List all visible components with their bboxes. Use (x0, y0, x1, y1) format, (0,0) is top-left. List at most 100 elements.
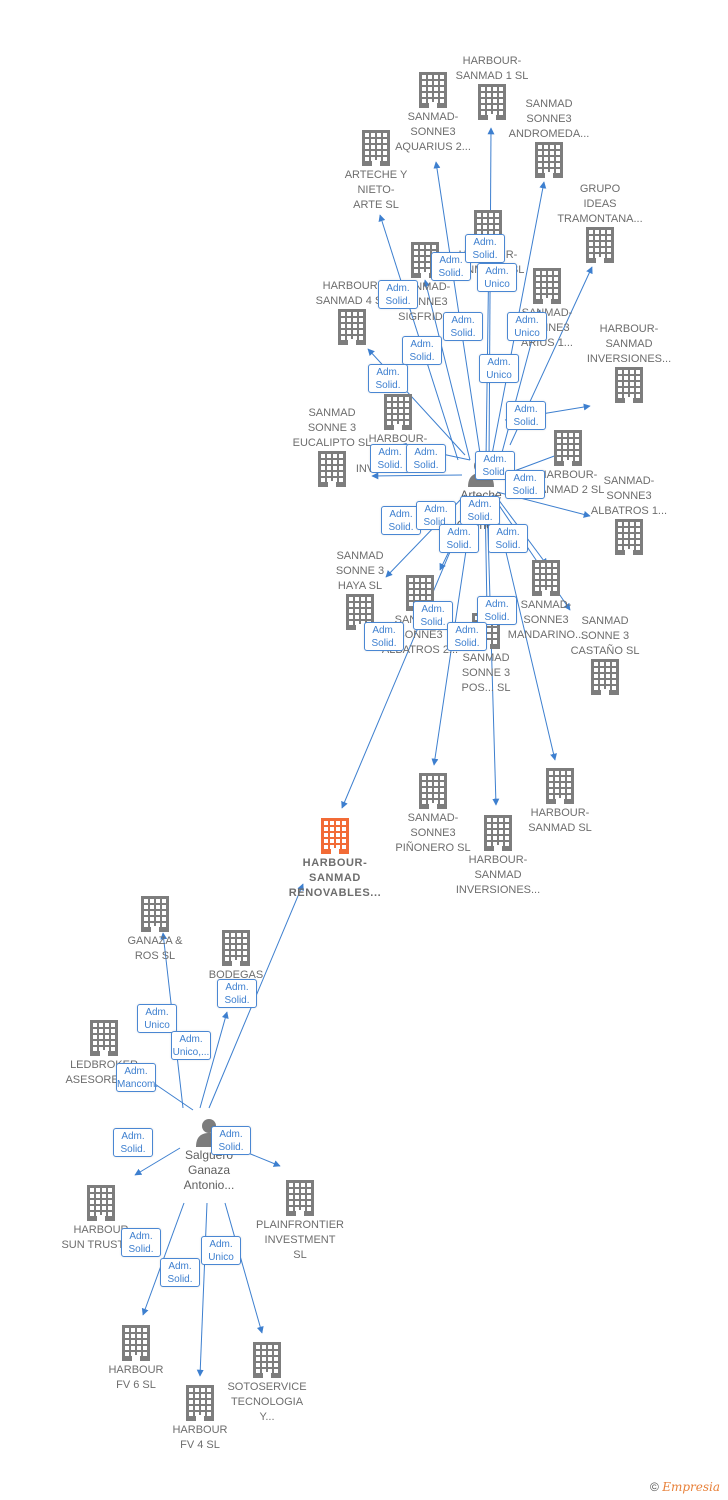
building-icon (41, 1185, 161, 1221)
role-badge[interactable]: Adm. Solid. (477, 596, 517, 625)
role-badge[interactable]: Adm. Solid. (370, 444, 410, 473)
company-node-harbour-sanmad-inversiones-c[interactable]: HARBOUR- SANMAD INVERSIONES... (438, 815, 558, 898)
role-badge[interactable]: Adm. Solid. (416, 501, 456, 530)
company-node-harbour-sun-trust[interactable]: HARBOUR SUN TRUST SL (41, 1185, 161, 1253)
company-node-harbour-fv-6[interactable]: HARBOUR FV 6 SL (76, 1325, 196, 1393)
edge-0 (487, 127, 495, 466)
company-label: HARBOUR FV 4 SL (172, 1424, 228, 1451)
company-label: SANMAD SONNE 3 HAYA SL (335, 550, 385, 592)
company-label: HARBOUR- SANMAD INVERSIONES... (455, 854, 541, 896)
role-badge[interactable]: Adm. Solid. (443, 312, 483, 341)
building-icon (275, 818, 395, 854)
role-badge[interactable]: Adm. Solid. (368, 364, 408, 393)
role-badge[interactable]: Adm. Solid. (381, 506, 421, 535)
company-label: SANMAD SONNE 3 CASTAÑO SL (570, 615, 640, 657)
company-node-harbour-sanmad-1[interactable]: HARBOUR- SANMAD 1 SL (432, 52, 552, 120)
building-icon (545, 659, 665, 695)
company-node-sanmad-sonne3-andromeda[interactable]: SANMAD SONNE3 ANDROMEDA... (489, 95, 609, 178)
company-label: SANMAD- SONNE3 MANDARINO... (507, 599, 585, 641)
building-icon (292, 309, 412, 345)
company-label: SANMAD- SONNE3 AQUARIUS 2... (395, 111, 471, 153)
building-icon (432, 84, 552, 120)
company-label: HARBOUR FV 6 SL (108, 1364, 164, 1391)
role-badge[interactable]: Adm. Solid. (439, 524, 479, 553)
building-icon (438, 815, 558, 851)
building-icon (76, 1325, 196, 1361)
company-node-arteche-y-nieto-arte[interactable]: ARTECHE Y NIETO- ARTE SL (316, 130, 436, 213)
building-icon (487, 268, 607, 304)
role-badge[interactable]: Adm. Solid. (447, 622, 487, 651)
company-label: HARBOUR- SANMAD 1 SL (455, 55, 529, 82)
building-icon (500, 768, 620, 804)
role-badge[interactable]: Adm. Solid. (413, 601, 453, 630)
company-label: HARBOUR- SANMAD RENOVABLES... (288, 857, 382, 899)
role-badge[interactable]: Adm. Unico (477, 263, 517, 292)
company-node-sanmad-sonne3-albatros-1[interactable]: SANMAD- SONNE3 ALBATROS 1... (569, 472, 689, 555)
building-icon (338, 394, 458, 430)
copyright-symbol: © (650, 1480, 659, 1494)
role-badge[interactable]: Adm. Unico (479, 354, 519, 383)
company-label: SANMAD SONNE 3 EUCALIPTO SL (292, 407, 372, 449)
company-label: ARTECHE Y NIETO- ARTE SL (344, 169, 408, 211)
company-node-ganaza-y-ros[interactable]: GANAZA & ROS SL (95, 896, 215, 964)
building-icon (508, 430, 628, 466)
company-label: SANMAD SONNE 3 POS... SL (461, 652, 511, 694)
role-badge[interactable]: Adm. Solid. (113, 1128, 153, 1157)
role-badge[interactable]: Adm. Solid. (378, 280, 418, 309)
role-badge[interactable]: Adm. Solid. (460, 496, 500, 525)
role-badge[interactable]: Adm. Solid. (488, 524, 528, 553)
company-node-harbour-sanmad-inversiones-a[interactable]: HARBOUR- SANMAD INVERSIONES... (569, 320, 689, 403)
edge-11 (371, 472, 463, 480)
building-icon (569, 519, 689, 555)
building-icon (316, 130, 436, 166)
building-icon (176, 930, 296, 966)
copyright-footer: © Empresia (650, 1480, 720, 1494)
role-badge[interactable]: Adm. Solid. (364, 622, 404, 651)
building-icon (486, 560, 606, 596)
role-badge[interactable]: Adm. Unico (507, 312, 547, 341)
role-badge[interactable]: Adm. Mancom. (116, 1063, 158, 1092)
building-icon (569, 367, 689, 403)
edge-30 (196, 1202, 208, 1377)
company-node-harbour-fv-4[interactable]: HARBOUR FV 4 SL (140, 1385, 260, 1453)
role-badge[interactable]: Adm. Solid. (217, 979, 257, 1008)
company-node-grupo-ideas-tramontana[interactable]: GRUPO IDEAS TRAMONTANA... (540, 180, 660, 263)
role-badge[interactable]: Adm. Unico (201, 1236, 241, 1265)
company-label: SOTOSERVICE TECNOLOGIA Y... (227, 1381, 307, 1423)
company-node-sanmad-sonne3-castano[interactable]: SANMAD SONNE 3 CASTAÑO SL (545, 612, 665, 695)
company-node-sanmad-sonne3-eucalipto[interactable]: SANMAD SONNE 3 EUCALIPTO SL (272, 404, 392, 487)
company-node-sotoservice-tecnologia[interactable]: SOTOSERVICE TECNOLOGIA Y... (207, 1342, 327, 1425)
company-label: SANMAD SONNE3 ANDROMEDA... (508, 98, 590, 140)
edge-31 (224, 1202, 264, 1334)
company-node-sanmad-sonne3-haya[interactable]: SANMAD SONNE 3 HAYA SL (300, 547, 420, 630)
building-icon (272, 451, 392, 487)
building-icon (140, 1385, 260, 1421)
company-node-sanmad-sonne3-pinonero[interactable]: SANMAD- SONNE3 PIÑONERO SL (373, 773, 493, 856)
company-label: GRUPO IDEAS TRAMONTANA... (557, 183, 643, 225)
role-badge[interactable]: Adm. Solid. (505, 470, 545, 499)
role-badge[interactable]: Adm. Solid. (506, 401, 546, 430)
company-label: SANMAD- SONNE3 PIÑONERO SL (395, 812, 471, 854)
role-badge[interactable]: Adm. Unico,... (171, 1031, 211, 1060)
role-badge[interactable]: Adm. Solid. (402, 336, 442, 365)
company-node-sanmad-sonne3-aquarius-2[interactable]: SANMAD- SONNE3 AQUARIUS 2... (373, 72, 493, 155)
company-node-sanmad-sonne3-mandarino[interactable]: SANMAD- SONNE3 MANDARINO... (486, 560, 606, 643)
building-icon (44, 1020, 164, 1056)
company-node-harbour-sanmad-renovables[interactable]: HARBOUR- SANMAD RENOVABLES... (275, 818, 395, 901)
company-node-harbour-sanmad[interactable]: HARBOUR- SANMAD SL (500, 768, 620, 836)
role-badge[interactable]: Adm. Solid. (431, 252, 471, 281)
role-badge[interactable]: Adm. Solid. (465, 234, 505, 263)
edge-27 (134, 1147, 181, 1176)
role-badge[interactable]: Adm. Solid. (121, 1228, 161, 1257)
company-label: PLAINFRONTIER INVESTMENT SL (255, 1219, 344, 1261)
company-label: HARBOUR- SANMAD INVERSIONES... (586, 323, 672, 365)
role-badge[interactable]: Adm. Solid. (211, 1126, 251, 1155)
building-icon (95, 896, 215, 932)
role-badge[interactable]: Adm. Solid. (160, 1258, 200, 1287)
brand-name: Empresia (662, 1480, 720, 1494)
company-node-plainfrontier-investment[interactable]: PLAINFRONTIER INVESTMENT SL (240, 1180, 360, 1263)
building-icon (489, 142, 609, 178)
role-badge[interactable]: Adm. Unico (137, 1004, 177, 1033)
role-badge[interactable]: Adm. Solid. (406, 444, 446, 473)
